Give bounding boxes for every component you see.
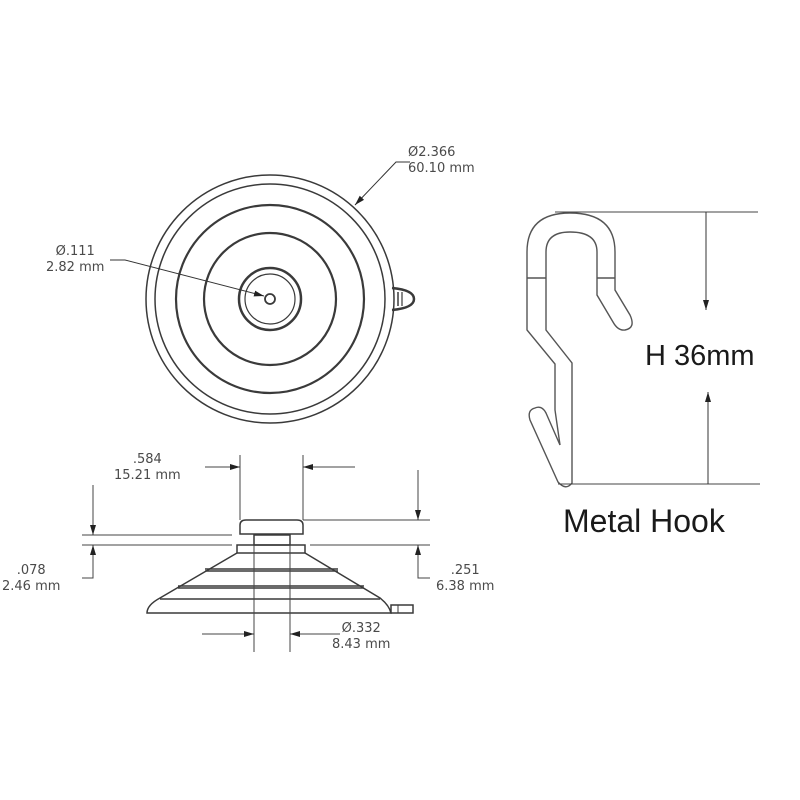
knob-width-metric: 15.21 mm xyxy=(114,468,181,483)
hook-title: Metal Hook xyxy=(563,503,725,539)
leader-outer-diameter xyxy=(354,161,410,206)
metal-hook-drawing xyxy=(526,211,760,488)
center-hole-imperial: Ø.111 xyxy=(55,244,95,259)
suction-cup-side-view xyxy=(146,519,414,614)
leader-center-hole xyxy=(110,259,265,297)
total-height-label: .251 6.38 mm xyxy=(436,563,494,595)
hook-height-label: H 36mm xyxy=(645,340,755,372)
neck-diameter-imperial: Ø.332 xyxy=(341,621,381,636)
outer-diameter-metric: 60.10 mm xyxy=(408,161,475,176)
total-height-metric: 6.38 mm xyxy=(436,579,495,594)
knob-width-imperial: .584 xyxy=(132,452,162,467)
center-hole-label: Ø.111 2.82 mm xyxy=(46,244,104,276)
outer-diameter-label: Ø2.366 60.10 mm xyxy=(408,145,475,177)
neck-diameter-label: Ø.332 8.43 mm xyxy=(332,621,390,653)
neck-diameter-metric: 8.43 mm xyxy=(332,637,391,652)
center-hole-metric: 2.82 mm xyxy=(46,260,105,275)
dimension-lines xyxy=(82,455,430,652)
knob-height-metric: 2.46 mm xyxy=(2,579,61,594)
total-height-imperial: .251 xyxy=(450,563,480,578)
knob-height-label: .078 2.46 mm xyxy=(2,563,60,595)
suction-cup-top-view xyxy=(145,174,416,424)
knob-height-imperial: .078 xyxy=(16,563,46,578)
knob-width-label: .584 15.21 mm xyxy=(114,452,181,484)
outer-diameter-imperial: Ø2.366 xyxy=(408,145,456,160)
